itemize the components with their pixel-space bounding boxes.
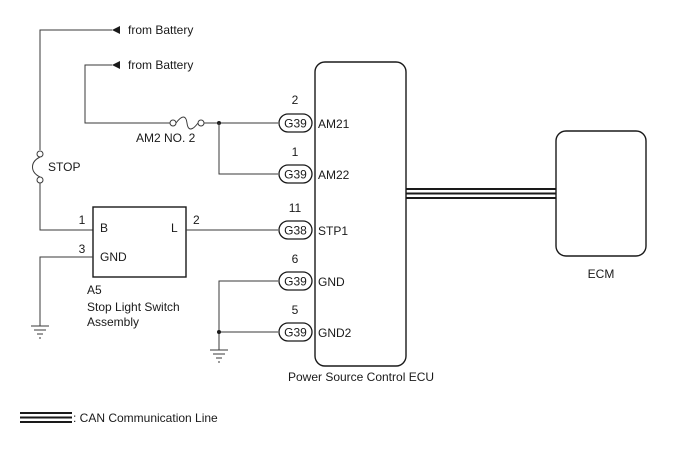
switch-ground <box>31 256 93 339</box>
connector-badge <box>278 220 313 240</box>
can-bus <box>406 188 556 199</box>
terminal-gnd: GND <box>100 250 127 264</box>
terminal-l: L <box>171 221 178 235</box>
pin-b-number: 1 <box>79 213 86 227</box>
battery-label-1: from Battery <box>128 23 193 37</box>
stop-switch: STOP <box>32 150 93 231</box>
legend-can-label: : CAN Communication Line <box>73 411 218 425</box>
connector-code: G39 <box>284 275 307 289</box>
stop-light-switch-assembly: 1 B L 2 3 GND A5 Stop Light Switch Assem… <box>79 206 200 329</box>
switch-name-line1: Stop Light Switch <box>87 300 180 314</box>
ecu-pin-stp1: 11 G38 STP1 <box>278 201 348 240</box>
ecu-pin-am21: 2 G39 AM21 <box>278 93 350 133</box>
pin-name: AM22 <box>318 168 350 182</box>
ecm-label: ECM <box>588 267 615 281</box>
connector-code: G39 <box>284 168 307 182</box>
stop-switch-label: STOP <box>48 160 80 174</box>
ecu-pin-gnd2: 5 G39 GND2 <box>278 303 352 342</box>
connector-code: G39 <box>284 117 307 131</box>
connector-code: G38 <box>284 224 307 238</box>
legend: : CAN Communication Line <box>20 411 218 425</box>
ecu-label: Power Source Control ECU <box>288 370 434 384</box>
connector-badge <box>278 271 313 291</box>
pin-name: GND <box>318 275 345 289</box>
arrow-icon <box>112 61 120 69</box>
pin-number: 1 <box>292 145 299 159</box>
fuse-am2-no2: AM2 NO. 2 <box>136 116 278 175</box>
junction-dot <box>217 330 221 334</box>
battery-feed-2: from Battery <box>84 58 193 124</box>
switch-code: A5 <box>87 283 102 297</box>
pin-name: GND2 <box>318 326 352 340</box>
pin-name: STP1 <box>318 224 348 238</box>
pin-number: 6 <box>292 252 299 266</box>
terminal-b: B <box>100 221 108 235</box>
ecm: ECM <box>555 130 647 281</box>
power-source-control-ecu: Power Source Control ECU <box>288 61 434 384</box>
ecu-ground <box>210 280 278 363</box>
pin-name: AM21 <box>318 117 350 131</box>
pin-number: 2 <box>292 93 299 107</box>
switch-name-line2: Assembly <box>87 315 139 329</box>
connector-badge <box>278 113 313 133</box>
ecu-pin-gnd: 6 G39 GND <box>278 252 345 291</box>
arrow-icon <box>112 26 120 34</box>
pin-number: 5 <box>292 303 299 317</box>
battery-label-2: from Battery <box>128 58 193 72</box>
connector-badge <box>278 164 313 184</box>
ecu-pin-am22: 1 G39 AM22 <box>278 145 350 184</box>
battery-feed-1: from Battery <box>39 23 193 150</box>
connector-badge <box>278 322 313 342</box>
fuse-label: AM2 NO. 2 <box>136 131 196 145</box>
pin-l-number: 2 <box>193 213 200 227</box>
connector-code: G39 <box>284 326 307 340</box>
pin-number: 11 <box>289 201 302 215</box>
pin-gnd-number: 3 <box>79 242 86 256</box>
